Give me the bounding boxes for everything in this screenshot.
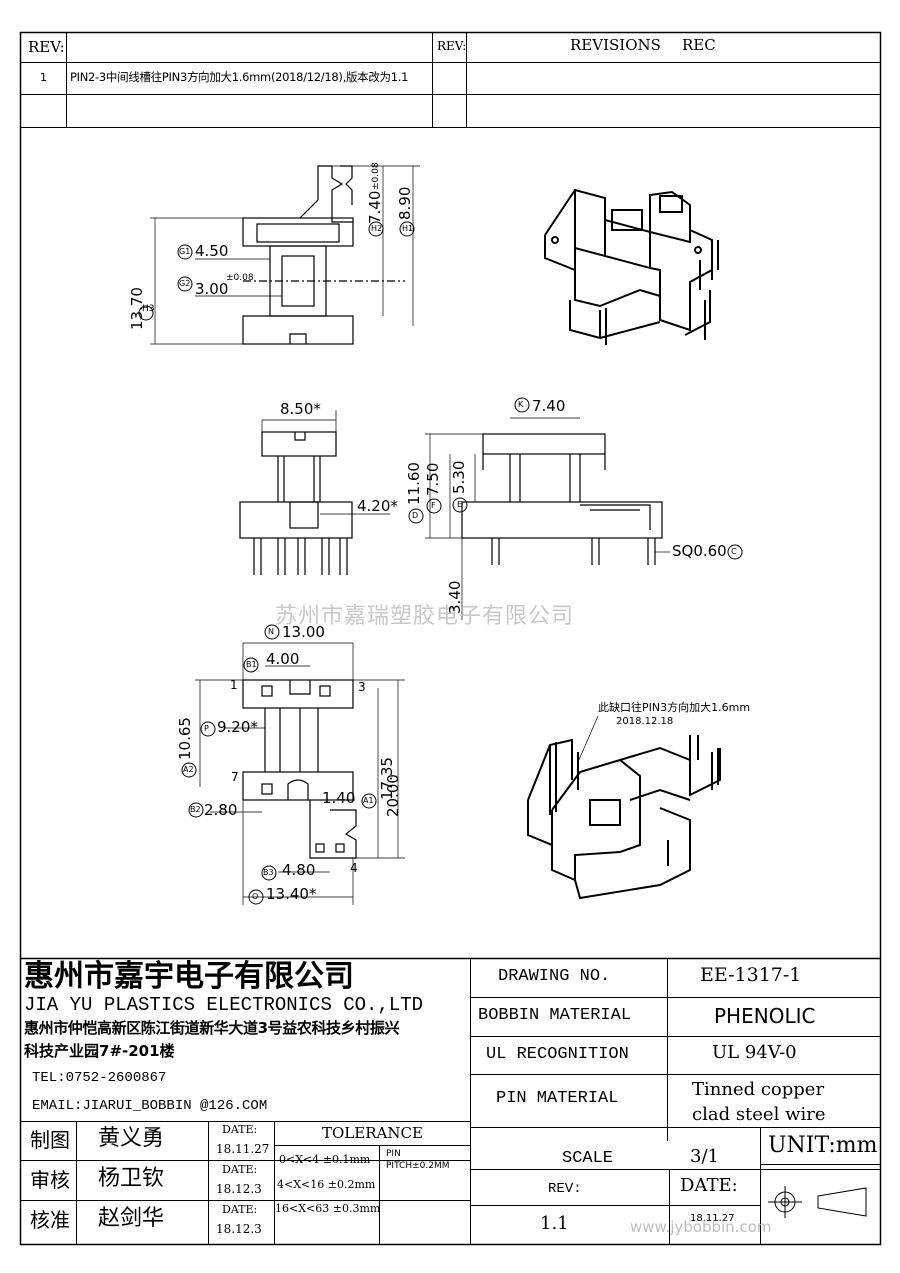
dim-marker-o: O xyxy=(252,892,259,901)
dim-pin-square: SQ0.60 xyxy=(672,542,727,560)
approval-name-checked: 杨卫钦 xyxy=(98,1166,165,1191)
pin-label-7: 7 xyxy=(231,770,239,784)
dim-b2: 2.80 xyxy=(204,801,238,819)
approval-date-checked: 18.12.3 xyxy=(216,1182,262,1196)
iso-note-line2: 2018.12.18 xyxy=(616,716,674,727)
dim-h1: 8.90 xyxy=(396,186,414,220)
dim-g1: 4.50 xyxy=(195,242,229,260)
revision-row-number: 1 xyxy=(40,71,47,84)
unit-label: UNIT:mm xyxy=(768,1133,878,1158)
dim-marker-n: N xyxy=(268,627,274,636)
dim-a2: 10.65 xyxy=(176,717,194,760)
dim-b3: 4.80 xyxy=(282,861,316,879)
approval-date-approved: 18.12.3 xyxy=(216,1222,262,1236)
pin-pitch-line2: PITCH±0.2MM xyxy=(386,1161,450,1171)
tolerance-header: TOLERANCE xyxy=(322,1124,423,1142)
dim-o: 13.40* xyxy=(266,885,317,903)
dim-marker-f: F xyxy=(431,501,436,510)
dim-n: 13.00 xyxy=(282,623,325,641)
dim-marker-g1: G1 xyxy=(179,247,191,256)
dim-140: 1.40 xyxy=(322,789,356,807)
pin-material-line2: clad steel wire xyxy=(692,1104,826,1125)
pin-pitch-line1: PIN xyxy=(386,1149,401,1159)
dim-marker-a2: A2 xyxy=(183,765,194,774)
dim-p: 9.20* xyxy=(217,718,258,736)
approval-name-drawn: 黄义勇 xyxy=(98,1126,165,1151)
dim-marker-h1: H1 xyxy=(402,224,414,233)
rev-label-right: REV: xyxy=(437,39,467,53)
tolerance-row-1: 0<X<4 ±0.1mm xyxy=(279,1153,371,1166)
dim-pin-length: 3.40 xyxy=(446,580,464,614)
approval-role-drawn: 制图 xyxy=(30,1128,70,1152)
company-address-1: 惠州市仲恺高新区陈江街道新华大道3号益农科技乡村振兴 xyxy=(24,1019,400,1037)
website-watermark: www.jybobbin.com xyxy=(630,1218,772,1236)
scale-value: 3/1 xyxy=(690,1146,719,1167)
pin-material-line1: Tinned copper xyxy=(692,1079,825,1100)
dim-k: 7.40 xyxy=(532,397,566,415)
ul-recognition-label: UL RECOGNITION xyxy=(486,1045,629,1064)
company-address-2: 科技产业园7#-201楼 xyxy=(24,1042,175,1060)
dim-d: 11.60 xyxy=(405,462,423,505)
iso-note-line1: 此缺口往PIN3方向加大1.6mm xyxy=(598,701,751,714)
dim-marker-b2: B2 xyxy=(190,805,201,814)
bobbin-material-value: PHENOLIC xyxy=(714,1004,816,1028)
dim-marker-b1: B1 xyxy=(246,660,257,669)
approval-role-checked: 审核 xyxy=(30,1168,70,1192)
dim-h2-tolerance: ±0.08 xyxy=(371,162,381,190)
bobbin-material-label: BOBBIN MATERIAL xyxy=(478,1006,632,1025)
company-name-en: JIA YU PLASTICS ELECTRONICS CO.,LTD xyxy=(24,994,424,1016)
dim-marker-p: P xyxy=(204,724,209,733)
date-block-label: DATE: xyxy=(680,1175,738,1196)
drawing-no-label: DRAWING NO. xyxy=(498,967,611,986)
dim-f: 7.50 xyxy=(424,462,442,496)
company-email: EMAIL:JIARUI_BOBBIN @126.COM xyxy=(32,1098,268,1114)
pin-label-4: 4 xyxy=(350,861,358,875)
approval-date-label-approved: DATE: xyxy=(222,1203,258,1216)
watermark: 苏州市嘉瑞塑胶电子有限公司 xyxy=(275,604,575,629)
company-name-cn: 惠州市嘉宇电子有限公司 xyxy=(24,959,354,994)
approval-date-label-drawn: DATE: xyxy=(222,1123,258,1136)
tolerance-row-3: 16<X<63 ±0.3mm xyxy=(275,1202,381,1215)
dim-marker-a1: A1 xyxy=(363,796,374,805)
dim-h2: 7.40 xyxy=(366,190,384,224)
rev-block-value: 1.1 xyxy=(540,1213,569,1234)
date-block-value: 18.11.27 xyxy=(690,1213,735,1224)
scale-label: SCALE xyxy=(562,1149,614,1168)
revision-row-text: PIN2-3中间线槽往PIN3方向加大1.6mm(2018/12/18),版本改… xyxy=(70,70,409,84)
revisions-header: REVISIONS xyxy=(570,36,661,54)
company-tel: TEL:0752-2600867 xyxy=(32,1070,167,1086)
drawing-no-value: EE-1317-1 xyxy=(700,964,802,986)
approval-name-approved: 赵剑华 xyxy=(98,1206,165,1231)
rev-label: REV: xyxy=(28,38,65,56)
dim-marker-g2: G2 xyxy=(179,279,191,288)
pin-label-3: 3 xyxy=(358,680,366,694)
tolerance-row-2: 4<X<16 ±0.2mm xyxy=(277,1178,376,1191)
dim-e: 5.30 xyxy=(450,460,468,494)
dim-marker-h2: H2 xyxy=(371,224,383,233)
dim-front-width: 8.50* xyxy=(280,400,321,418)
dim-b1: 4.00 xyxy=(266,650,300,668)
pin-material-label: PIN MATERIAL xyxy=(496,1089,619,1108)
approval-role-approved: 核准 xyxy=(30,1208,70,1232)
approval-date-label-checked: DATE: xyxy=(222,1163,258,1176)
pin-label-1: 1 xyxy=(230,678,238,692)
dim-marker-b3: B3 xyxy=(263,868,274,877)
dim-marker-c: C xyxy=(731,547,737,556)
dim-a1: 20.00 xyxy=(384,774,402,817)
dim-g2: 3.00 xyxy=(195,280,229,298)
dim-marker-h3: H3 xyxy=(142,304,155,314)
dim-marker-d: D xyxy=(412,511,419,520)
approval-date-drawn: 18.11.27 xyxy=(216,1142,270,1156)
ul-recognition-value: UL 94V-0 xyxy=(712,1042,797,1063)
rev-block-label: REV: xyxy=(548,1181,582,1197)
dim-marker-k: K xyxy=(518,400,524,409)
dim-g2-tolerance: ±0.08 xyxy=(226,273,254,283)
rec-header: REC xyxy=(682,36,716,54)
dim-marker-e: E xyxy=(457,500,463,509)
dim-front-slot: 4.20* xyxy=(357,497,398,515)
